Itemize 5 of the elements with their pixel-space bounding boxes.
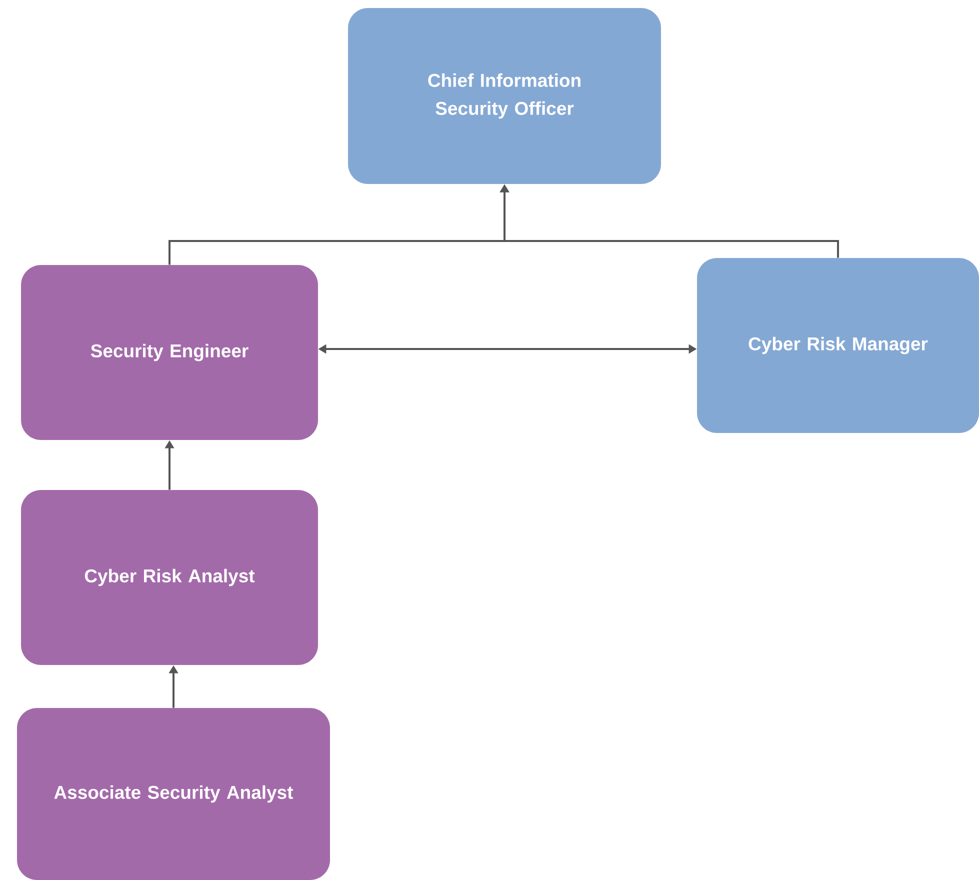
role-box: Security Engineer	[21, 265, 318, 440]
role-box: Cyber Risk Manager	[697, 258, 979, 433]
role-box: Cyber Risk Analyst	[21, 490, 318, 665]
role-box: Chief Information Security Officer	[348, 8, 661, 184]
role-box: Associate Security Analyst	[17, 708, 330, 880]
